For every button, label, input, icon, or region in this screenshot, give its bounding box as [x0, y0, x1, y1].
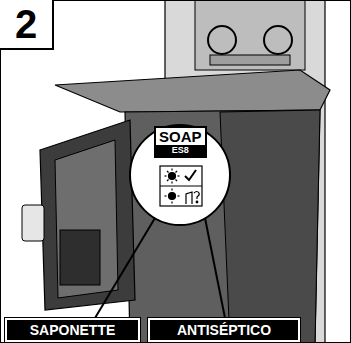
callout-box: ANTISÉPTICO [148, 318, 300, 342]
callout-box: SAPONETTE [5, 318, 140, 342]
step-number: 2 [0, 0, 54, 50]
label-code: ES8 [156, 145, 205, 156]
callout-text: ANTISÉPTICO [156, 322, 292, 338]
callout-text: SAPONETTE [13, 322, 132, 338]
label-title: SOAP [156, 128, 205, 145]
product-label: SOAPES8 [154, 126, 207, 158]
